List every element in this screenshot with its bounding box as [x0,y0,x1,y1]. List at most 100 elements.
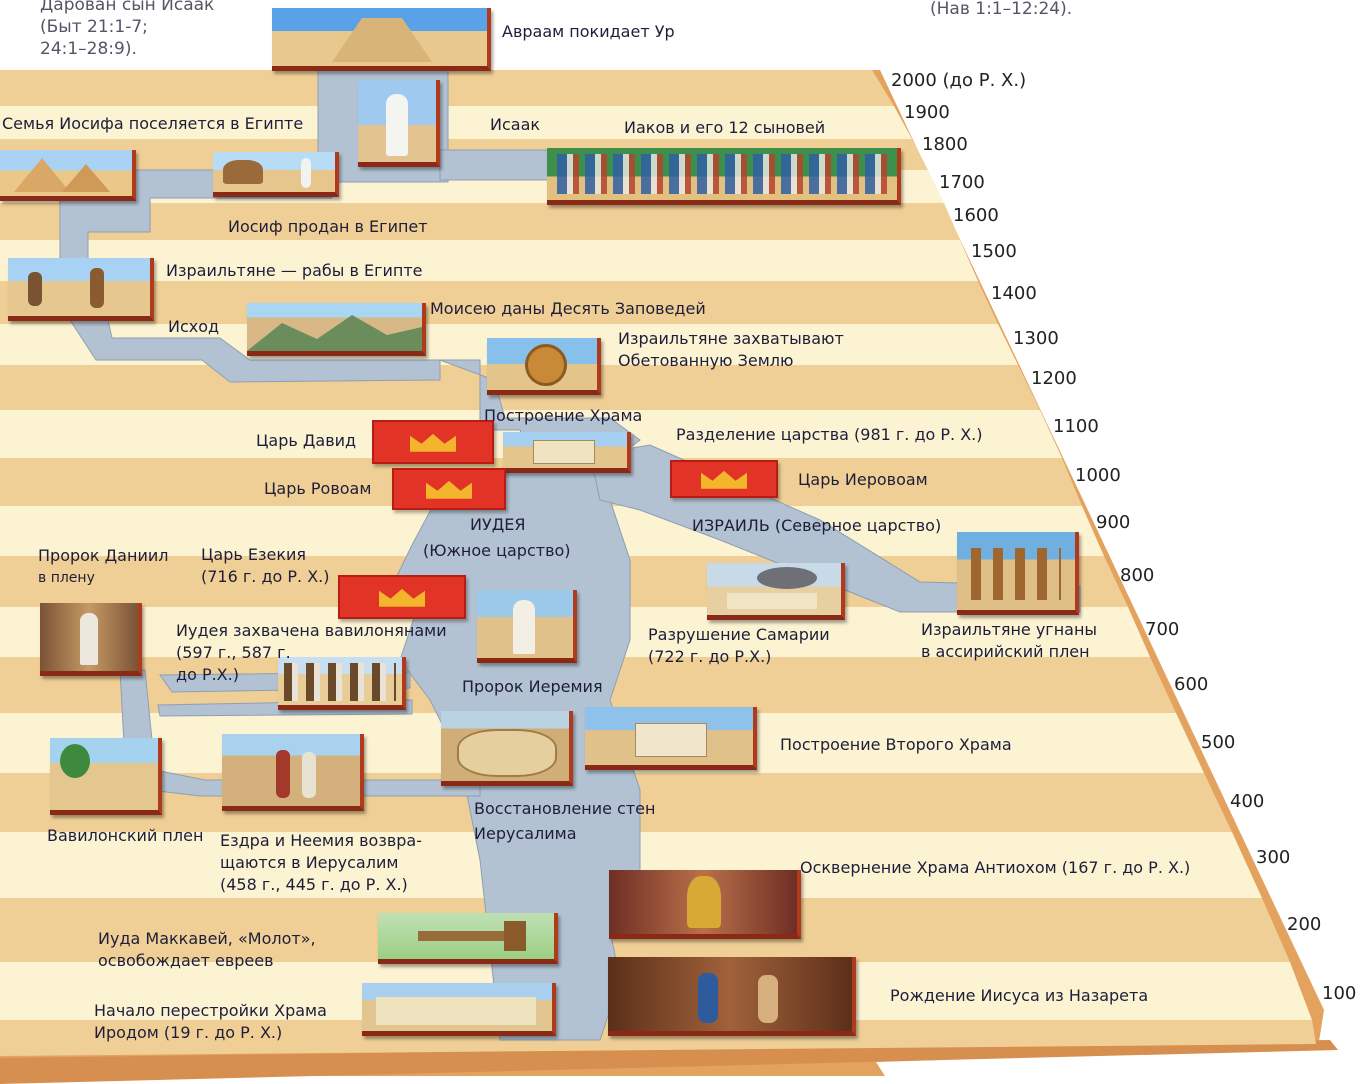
conquest-line-2: Обетованную Землю [618,351,794,370]
king-jeroboam-label: Царь Иеровоам [798,470,928,489]
israel-title: ИЗРАИЛЬ (Северное царство) [692,516,942,535]
captives-row [971,548,1061,600]
nativity-figure-2 [758,975,778,1023]
babylonian-exile-picture [50,738,162,815]
stripe-1500 [0,240,978,281]
left-citation: Дарован сын Исаак (Быт 21:1-7; 24:1–28:9… [40,0,214,60]
samaria-destruction-picture [707,563,845,620]
temple-built-label: Построение Храма [484,406,643,425]
second-temple-label: Построение Второго Храма [780,735,1012,754]
daniel-picture [40,603,142,676]
year-label: 100 [1322,983,1357,1004]
herod-line-1: Начало перестройки Храма [94,1001,327,1020]
hezekiah-line-1: Царь Езекия [201,545,307,564]
conquest-shield-picture [487,338,601,395]
year-label: 400 [1230,791,1265,812]
year-label: 1100 [1053,416,1099,437]
ezra-line-1: Ездра и Неемия возвра- [220,831,422,850]
shield-shape [525,344,567,386]
judah-title: ИУДЕЯ [470,515,526,534]
samaria-label: Разрушение Самарии (722 г. до Р.Х.) [648,624,830,668]
joseph-sold-picture [213,152,339,197]
herod-temple-picture [362,983,556,1036]
king-david-label: Царь Давид [256,431,357,450]
jacob-sons-label: Иаков и его 12 сыновей [624,118,826,137]
citation-line-1: Дарован сын Исаак [40,0,215,15]
daniel-line-2: в плену [38,570,95,586]
figure-shape [301,158,311,188]
pyramid-shape-2 [62,164,110,192]
judah-captured-line-1: Иудея захвачена вавилонянами [176,621,447,640]
jeremiah-figure [513,600,535,654]
hammer-head-shape [504,921,526,951]
herod-label: Начало перестройки Храма Иродом (19 г. д… [94,1000,327,1044]
right-citation: (Нав 1:1–12:24). [930,0,1073,19]
jesus-birth-label: Рождение Иисуса из Назарета [890,986,1149,1005]
maccabee-line-2: освобождает евреев [98,951,274,970]
joseph-family-label: Семья Иосифа поселяется в Египте [2,114,304,133]
ziggurat-shape [332,18,432,62]
conquest-line-1: Израильтяне захватывают [618,329,844,348]
conquest-label: Израильтяне захватывают Обетованную Земл… [618,328,844,372]
maccabee-label: Иуда Маккавей, «Молот», освобождает евре… [98,928,316,972]
king-david-crown [372,420,494,464]
assyrian-captivity-picture [957,532,1079,615]
year-label: 1500 [971,241,1017,262]
hammer-shape [418,931,518,941]
temple-picture [503,432,631,473]
slave-figure-2 [90,268,104,308]
ezra-nehemiah-picture [222,734,364,811]
year-label: 900 [1096,512,1131,533]
maccabee-hammer-picture [378,913,558,964]
year-label: 1000 [1075,465,1121,486]
stripe-0 [0,1020,1316,1056]
exodus-label: Исход [168,317,220,336]
ur-ziggurat-picture [272,8,491,71]
daniel-line-1: Пророк Даниил [38,546,169,565]
ten-commandments-label: Моисею даны Десять Заповедей [430,299,706,318]
ezra-line-3: (458 г., 445 г. до Р. Х.) [220,875,408,894]
daniel-figure [80,613,98,665]
walls-line-1: Восстановление стен [474,799,656,818]
citation-line-2: (Быт 21:1-7; [40,17,148,37]
path-exodus [59,284,441,383]
temple-shape [533,440,595,464]
year-label: 600 [1174,674,1209,695]
people-row [557,154,887,194]
year-label: 800 [1120,565,1155,586]
maccabee-line-1: Иуда Маккавей, «Молот», [98,929,316,948]
path-isaac-jacob [439,149,561,181]
jesus-birth-picture [608,957,856,1036]
stripe-1600 [0,203,960,240]
jacob-sons-picture [547,148,901,205]
year-label: 1800 [922,134,968,155]
year-label: 1900 [904,102,950,123]
king-rehoboam-crown [392,468,506,510]
judah-captured-line-2: (597 г., 587 г. [176,643,291,662]
king-hezekiah-crown [338,575,466,619]
citation-line-3: 24:1–28:9). [40,39,137,59]
isaac-figure [386,94,408,156]
assyrian-captivity-label: Израильтяне угнаны в ассирийский плен [921,619,1097,663]
idol-shape [687,876,721,928]
judah-subtitle: (Южное царство) [423,541,571,560]
year-label: 1700 [939,172,985,193]
ezra-figure-2 [302,752,316,798]
samaria-line-1: Разрушение Самарии [648,625,830,644]
pyramid-shape-1 [14,158,70,192]
second-temple-picture [585,707,757,770]
year-label: 300 [1256,847,1291,868]
slaves-egypt-picture [8,258,154,321]
babylonian-exile-label: Вавилонский плен [47,826,204,845]
joseph-sold-label: Иосиф продан в Египет [228,217,428,236]
second-temple-shape [635,723,707,757]
antiochus-label: Осквернение Храма Антиохом (167 г. до Р.… [800,858,1191,877]
ezra-line-2: щаются в Иерусалим [220,853,399,872]
ruins-shape [727,593,817,609]
jerusalem-walls-label: Восстановление стен Иерусалима [474,796,655,846]
assyrian-line-2: в ассирийский плен [921,642,1090,661]
judah-captured-line-3: до Р.Х.) [176,665,239,684]
isaac-label: Исаак [490,115,541,134]
judah-captives-row [284,663,396,701]
